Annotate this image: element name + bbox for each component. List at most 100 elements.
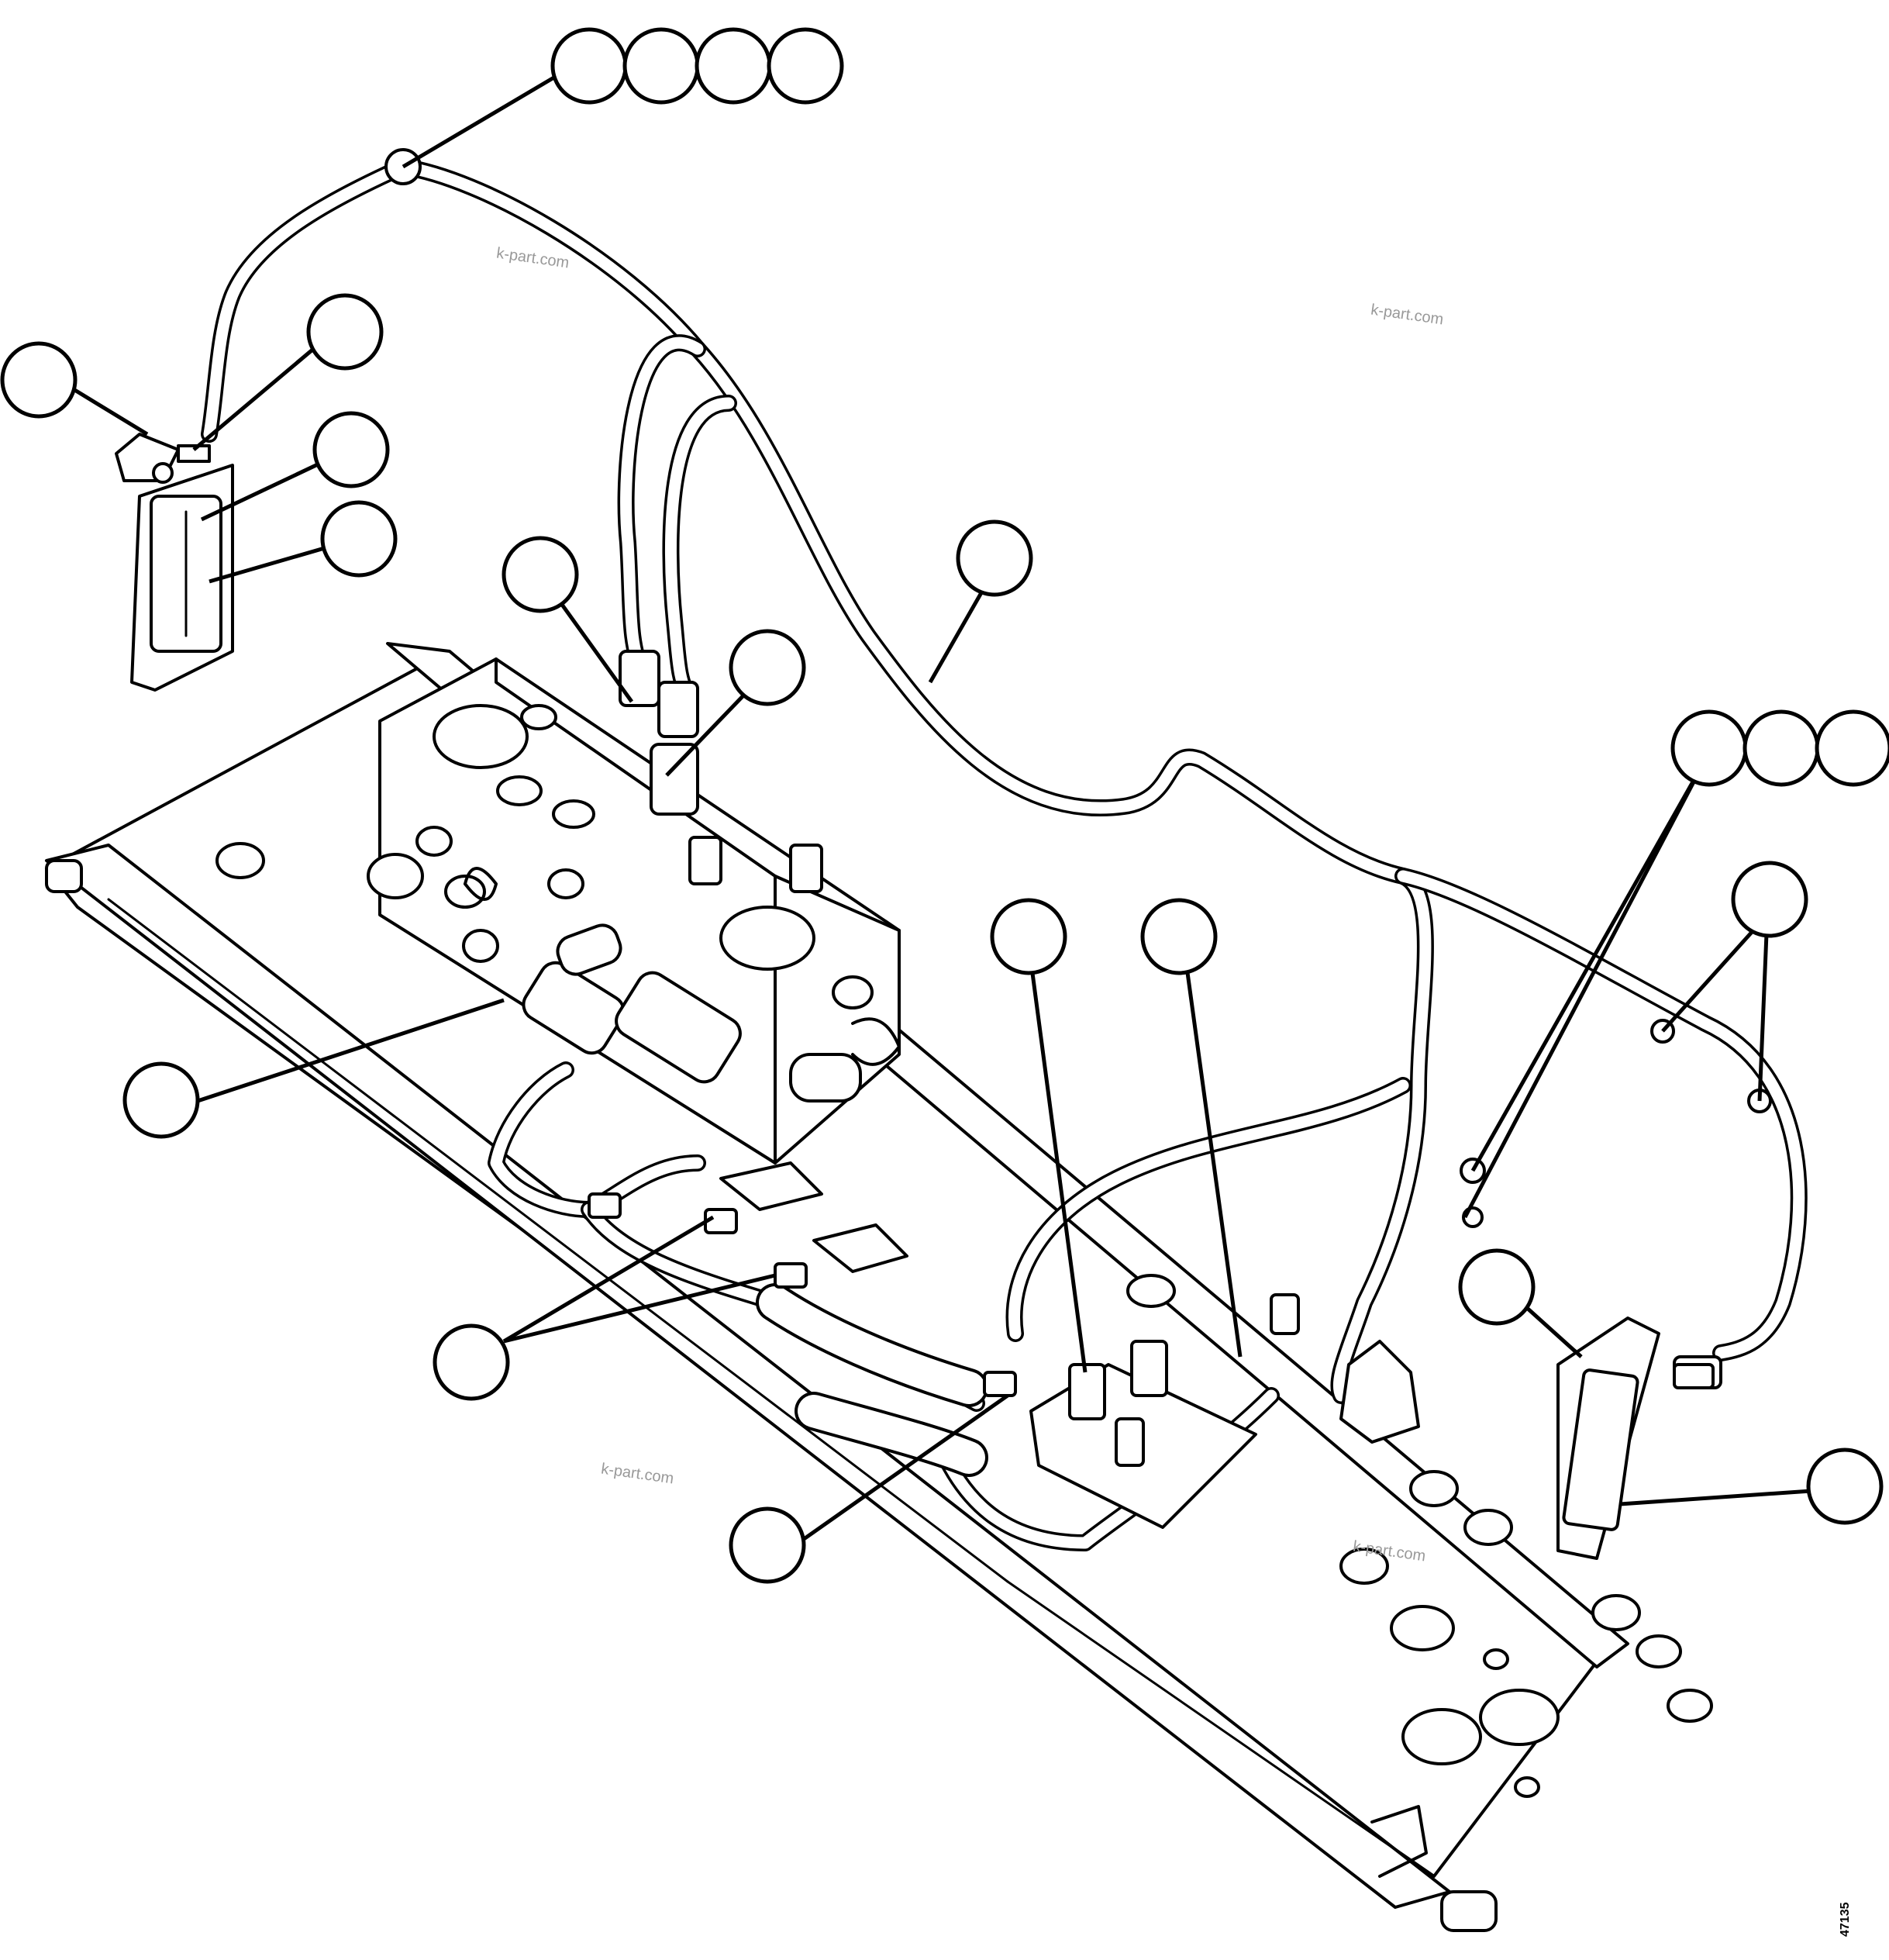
small-bolt-1 <box>1483 1648 1509 1670</box>
callout-bubble-17 <box>1670 709 1748 787</box>
manifold-cap-front <box>719 906 815 971</box>
secondary-fitting-2 <box>1130 1340 1168 1397</box>
plug-7 <box>547 868 584 899</box>
u-bracket <box>464 867 498 901</box>
small-bolt-2 <box>1514 1776 1540 1798</box>
rear-light <box>1556 1316 1722 1560</box>
callout-bubbles <box>0 27 1889 1584</box>
callout-bubble-8 <box>320 500 398 578</box>
boot-grommet <box>1339 1340 1420 1444</box>
callout-bubble-16 <box>729 1506 806 1584</box>
leader-11 <box>1029 961 1088 1373</box>
callout-bubble-19 <box>1815 709 1889 787</box>
fitting-b <box>1463 1509 1513 1546</box>
base-frame <box>45 642 1629 1932</box>
secondary-fitting-1 <box>1068 1363 1106 1420</box>
solenoid-coil-1 <box>522 961 626 1055</box>
callout-bubble-13 <box>433 1323 510 1401</box>
rail-end-left <box>45 859 83 893</box>
main-harness-inner <box>397 160 1432 1402</box>
plug-9 <box>832 975 874 1009</box>
callout-bubble-3 <box>695 27 772 105</box>
plug-8 <box>462 929 499 963</box>
solenoid-group <box>522 923 742 1084</box>
valve-manifold-block <box>367 657 901 1165</box>
secondary-fitting-4 <box>1270 1293 1300 1335</box>
harness-to-light-inner <box>203 160 409 440</box>
fitting-g <box>215 842 265 879</box>
leader-13 <box>797 1393 1009 1545</box>
hex-plug-1 <box>1401 1708 1482 1765</box>
harness-branch-b-inner <box>664 397 735 704</box>
plug-6 <box>444 875 486 909</box>
plug-1 <box>520 704 557 730</box>
front-work-light <box>115 433 234 692</box>
wire-connector-1 <box>588 1192 622 1219</box>
leader-10a <box>502 1215 715 1344</box>
callout-bubble-11 <box>956 519 1033 597</box>
fitting-tall-2 <box>789 844 823 893</box>
harness-solenoid-loop-inner <box>490 1064 704 1216</box>
solenoid-coil-2 <box>615 971 742 1084</box>
fitting-tall-1 <box>688 836 722 885</box>
leader-9 <box>197 998 505 1103</box>
callout-bubble-1 <box>550 27 628 105</box>
wire-connector-5 <box>1673 1363 1715 1389</box>
harness-to-light <box>201 158 412 443</box>
callout-bubble-18 <box>1742 709 1820 787</box>
plug-2 <box>496 775 543 806</box>
leader-15a <box>1661 913 1769 1033</box>
secondary-valve-block <box>1029 1293 1420 1529</box>
rear-light-lens <box>1562 1368 1639 1531</box>
battery-cables <box>719 1161 988 1477</box>
light-bolt <box>152 462 174 484</box>
wiring-harness <box>201 158 1808 1551</box>
callout-bubble-21 <box>1458 1248 1536 1326</box>
cable-lug-1 <box>812 1223 908 1273</box>
leader-14a <box>1470 758 1708 1172</box>
rail-bracket <box>1370 1805 1428 1878</box>
plug-4 <box>367 853 424 899</box>
elbow-fitting <box>851 1017 901 1066</box>
callout-bubble-22 <box>1806 1448 1884 1525</box>
wire-connector-4 <box>983 1371 1017 1397</box>
manifold-cap-large <box>433 704 529 769</box>
fitting-c <box>1339 1548 1389 1585</box>
fitting-e <box>1636 1634 1682 1668</box>
battery-cable-2-inner <box>798 1395 985 1474</box>
connector-plug-2 <box>657 681 699 738</box>
figure-number: 47135 <box>1839 1902 1852 1938</box>
leader-1 <box>402 64 575 169</box>
leader-12 <box>1184 961 1243 1358</box>
leader-15b <box>1757 914 1770 1102</box>
callout-bubble-5 <box>0 341 78 419</box>
callout-bubble-20 <box>1731 861 1808 938</box>
callout-bubble-9 <box>502 536 579 613</box>
port-opening <box>1390 1605 1455 1651</box>
base-edge-line-front <box>1006 1580 1436 1878</box>
base-plate <box>45 654 1606 1878</box>
harness-loop-inner <box>1008 1079 1409 1340</box>
plug-5 <box>415 826 453 857</box>
battery-cable-1-inner <box>759 1286 985 1404</box>
rail-end-front <box>1440 1890 1498 1932</box>
harness-to-rear-light-inner <box>1397 870 1805 1359</box>
callout-bubble-4 <box>767 27 844 105</box>
base-edge-line <box>107 898 1009 1583</box>
callout-bubble-12 <box>122 1061 200 1139</box>
callout-bubble-14 <box>990 898 1067 975</box>
leader-10b <box>503 1273 776 1344</box>
harness-branch-a-inner <box>620 336 704 681</box>
fitting-f <box>1667 1689 1713 1723</box>
secondary-fitting-3 <box>1115 1417 1145 1467</box>
callout-bubble-7 <box>312 411 390 488</box>
wire-connector-3 <box>774 1262 808 1289</box>
cable-lug-2 <box>719 1161 823 1211</box>
leader-14b <box>1463 758 1708 1219</box>
hex-plug-2 <box>1479 1689 1560 1746</box>
fitting-d <box>1591 1594 1641 1631</box>
callout-bubble-10 <box>729 629 806 706</box>
connector-body <box>650 743 699 816</box>
plug-3 <box>552 799 595 829</box>
